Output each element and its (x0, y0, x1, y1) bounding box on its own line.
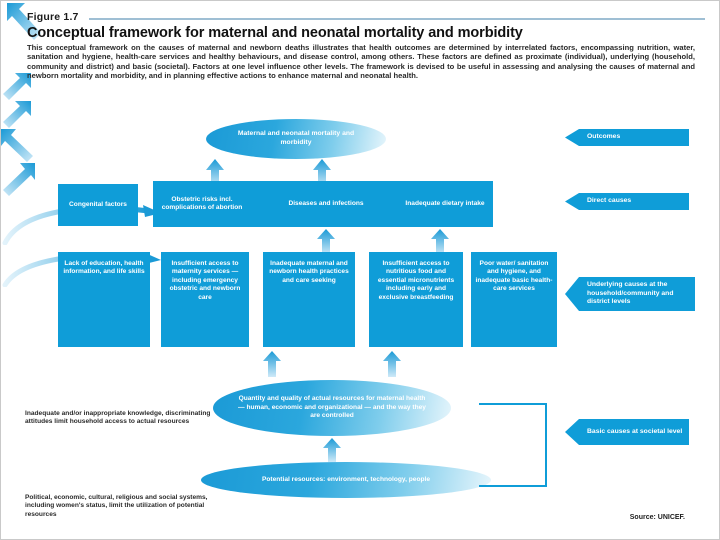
underlying-cause-label: Inadequate maternal and newborn health p… (269, 260, 349, 284)
arrow-up-to-outcome-left (206, 159, 224, 187)
arrow-up-underlying-to-dietary (431, 229, 449, 255)
basic-cause-label: Quantity and quality of actual resources… (238, 395, 426, 420)
direct-cause-label: Obstetric risks incl. complications of a… (161, 195, 243, 211)
figure-label: Figure 1.7 (27, 11, 79, 23)
direct-cause-label: Inadequate dietary intake (405, 199, 485, 207)
underlying-cause-label: Insufficient access to maternity service… (169, 260, 241, 301)
arrow-diagonal-underlying-to-obstetric (1, 101, 719, 129)
note-label: Inadequate and/or inappropriate knowledg… (25, 410, 211, 426)
arrow-up-underlying-to-diseases (317, 229, 335, 255)
basic-cause-label: Potential resources: environment, techno… (261, 475, 431, 483)
level-banner-label: Underlying causes at the household/commu… (587, 281, 674, 306)
arrow-up-potential-to-actual-resources (323, 438, 341, 462)
level-banner-underlying-causes: Underlying causes at the household/commu… (565, 277, 695, 311)
underlying-cause-nutritious-food: Insufficient access to nutritious food a… (369, 252, 463, 347)
arrow-up-resources-to-nutritious-food (383, 351, 401, 377)
direct-cause-congenital-factors: Congenital factors (58, 184, 138, 226)
level-banner-label: Direct causes (587, 197, 632, 205)
arrow-up-to-outcome-middle (313, 159, 331, 187)
note-political-systems: Political, economic, cultural, religious… (25, 494, 235, 519)
basic-cause-potential-resources-ellipse: Potential resources: environment, techno… (201, 462, 491, 498)
level-banner-basic-causes: Basic causes at societal level (565, 419, 689, 445)
direct-cause-inadequate-dietary-intake: Inadequate dietary intake (401, 181, 489, 227)
arrow-bidirectional-diseases-dietary (1, 58, 719, 73)
level-banner-direct-causes: Direct causes (565, 193, 689, 210)
arrow-diagonal-underlying-to-congenital (1, 73, 719, 101)
outcome-label: Maternal and neonatal mortality and morb… (237, 130, 355, 146)
note-knowledge-attitudes: Inadequate and/or inappropriate knowledg… (25, 410, 225, 427)
direct-cause-label: Congenital factors (69, 200, 127, 208)
direct-cause-label: Diseases and infections (288, 199, 364, 207)
underlying-cause-water-sanitation: Poor water/ sanitation and hygiene, and … (471, 252, 557, 347)
arrow-diagonal-resources-to-education (1, 129, 719, 163)
figure-rule (89, 18, 705, 20)
figure-title: Conceptual framework for maternal and ne… (27, 25, 523, 41)
underlying-cause-maternity-services: Insufficient access to maternity service… (161, 252, 249, 347)
level-banner-outcomes: Outcomes (565, 129, 689, 146)
arrow-up-resources-to-maternity (263, 351, 281, 377)
outcome-ellipse: Maternal and neonatal mortality and morb… (206, 119, 386, 159)
underlying-cause-education: Lack of education, health information, a… (58, 252, 150, 347)
basic-cause-actual-resources-ellipse: Quantity and quality of actual resources… (213, 380, 451, 436)
direct-cause-obstetric-risks: Obstetric risks incl. complications of a… (156, 181, 248, 227)
figure-source: Source: UNICEF. (629, 514, 685, 521)
arrow-bidirectional-obstetric-diseases (1, 43, 719, 58)
basic-causes-bracket (479, 403, 547, 487)
underlying-cause-label: Lack of education, health information, a… (63, 260, 145, 276)
arrow-diagonal-to-outcome-right (1, 1, 719, 43)
direct-causes-bar (153, 181, 493, 227)
note-label: Political, economic, cultural, religious… (25, 494, 208, 518)
level-banner-label: Basic causes at societal level (587, 427, 683, 435)
arrow-diagonal-resources-to-water-sanitation (1, 163, 719, 197)
underlying-cause-health-practices: Inadequate maternal and newborn health p… (263, 252, 355, 347)
underlying-cause-label: Poor water/ sanitation and hygiene, and … (475, 260, 553, 293)
level-banner-label: Outcomes (587, 133, 621, 141)
direct-cause-diseases-infections: Diseases and infections (286, 181, 366, 227)
underlying-cause-label: Insufficient access to nutritious food a… (377, 260, 455, 301)
figure-description: This conceptual framework on the causes … (27, 43, 695, 80)
